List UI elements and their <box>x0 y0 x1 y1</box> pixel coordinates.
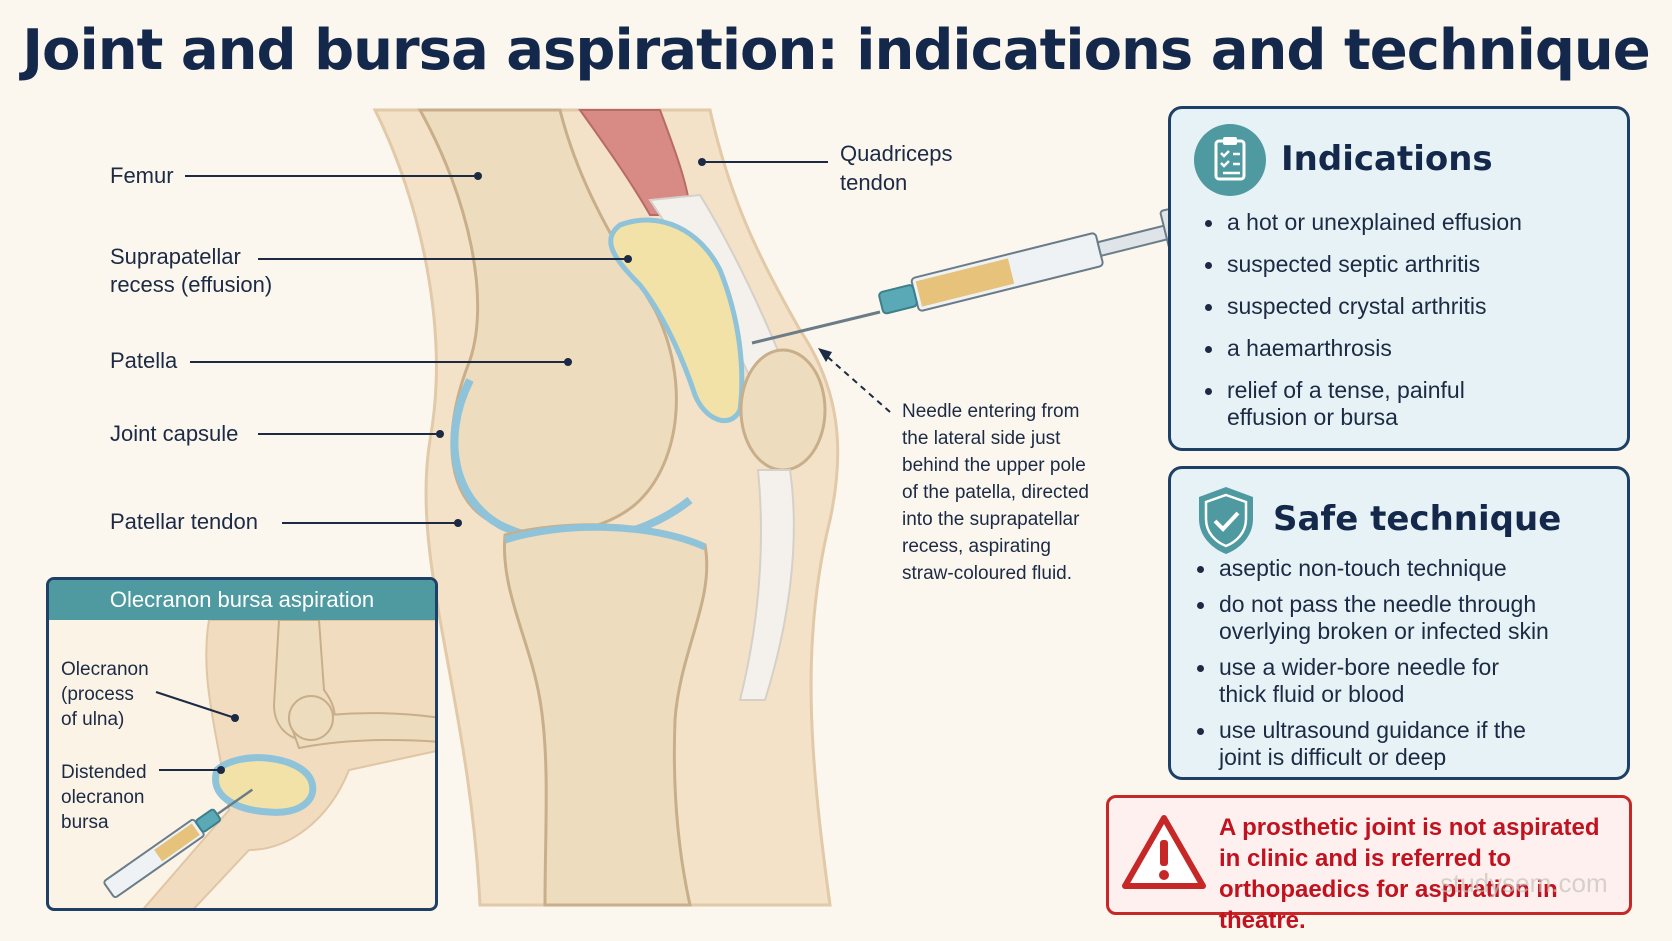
label-quadriceps-line1: Quadriceps <box>840 141 953 166</box>
safe-technique-heading: Safe technique <box>1273 499 1562 539</box>
prosthetic-warning-text: A prosthetic joint is not aspirated in c… <box>1219 814 1600 934</box>
page-title: Joint and bursa aspiration: indications … <box>22 18 1651 83</box>
suprapatellar-effusion <box>608 217 745 424</box>
list-item: a haemarthrosis <box>1205 335 1617 362</box>
syringe <box>878 208 1181 315</box>
syringe-plunger <box>1096 224 1171 258</box>
needle-note-line: behind the upper pole <box>902 455 1086 476</box>
label-suprapatellar-line2: recess (effusion) <box>110 272 273 297</box>
list-item: suspected crystal arthritis <box>1205 293 1617 320</box>
needle-note: Needle entering from the lateral side ju… <box>902 398 1112 587</box>
safe-technique-list: aseptic non-touch technique do not pass … <box>1197 555 1619 771</box>
indications-panel: Indications a hot or unexplained effusio… <box>1168 106 1630 451</box>
syringe-fluid <box>915 258 1015 307</box>
inset-heading: Olecranon bursa aspiration <box>49 580 435 620</box>
needle-note-line: of the patella, directed <box>902 482 1089 503</box>
indications-list: a hot or unexplained effusion suspected … <box>1205 209 1617 431</box>
needle-note-line: into the suprapatellar <box>902 509 1080 530</box>
watermark: studysem.com <box>1440 868 1608 898</box>
list-item: suspected septic arthritis <box>1205 251 1617 278</box>
needle-note-line: the lateral side just <box>902 428 1061 449</box>
needle <box>751 310 881 345</box>
needle-note-arrow <box>821 351 891 413</box>
label-joint-capsule: Joint capsule <box>110 421 239 446</box>
inset-label-bursa: Distended olecranon bursa <box>61 762 147 833</box>
list-item: a hot or unexplained effusion <box>1205 209 1617 236</box>
indications-heading: Indications <box>1281 139 1493 179</box>
needle-note-line: recess, aspirating <box>902 536 1051 557</box>
label-femur: Femur <box>110 163 174 188</box>
safe-technique-panel: Safe technique aseptic non-touch techniq… <box>1168 466 1630 780</box>
shield-check-icon <box>1199 487 1253 554</box>
patella-bone <box>739 348 827 472</box>
patellar-tendon <box>738 469 795 701</box>
clipboard-checklist-icon <box>1194 124 1266 196</box>
inset-label-olecranon: Olecranon (process of ulna) <box>61 659 149 730</box>
label-patellar-tendon: Patellar tendon <box>110 509 258 534</box>
label-suprapatellar-line1: Suprapatellar <box>110 244 241 269</box>
arrowhead <box>818 348 832 362</box>
warning-triangle-icon <box>1122 815 1206 889</box>
olecranon-inset: Olecranon bursa aspiration Olecranon (pr… <box>46 577 438 911</box>
olecranon-leader <box>155 691 236 719</box>
needle-note-line: straw-coloured fluid. <box>902 563 1073 584</box>
inset-syringe <box>103 788 254 899</box>
label-patella: Patella <box>110 348 178 373</box>
syringe-hub <box>878 284 918 315</box>
prosthetic-warning-box: A prosthetic joint is not aspirated in c… <box>1106 795 1632 934</box>
elbow-illustration <box>103 620 435 908</box>
label-quadriceps-line2: tendon <box>840 170 908 195</box>
list-item: aseptic non-touch technique <box>1197 555 1619 582</box>
olecranon-process <box>288 695 334 741</box>
tibial-cartilage <box>503 523 707 551</box>
needle-note-line: Needle entering from <box>902 401 1080 422</box>
